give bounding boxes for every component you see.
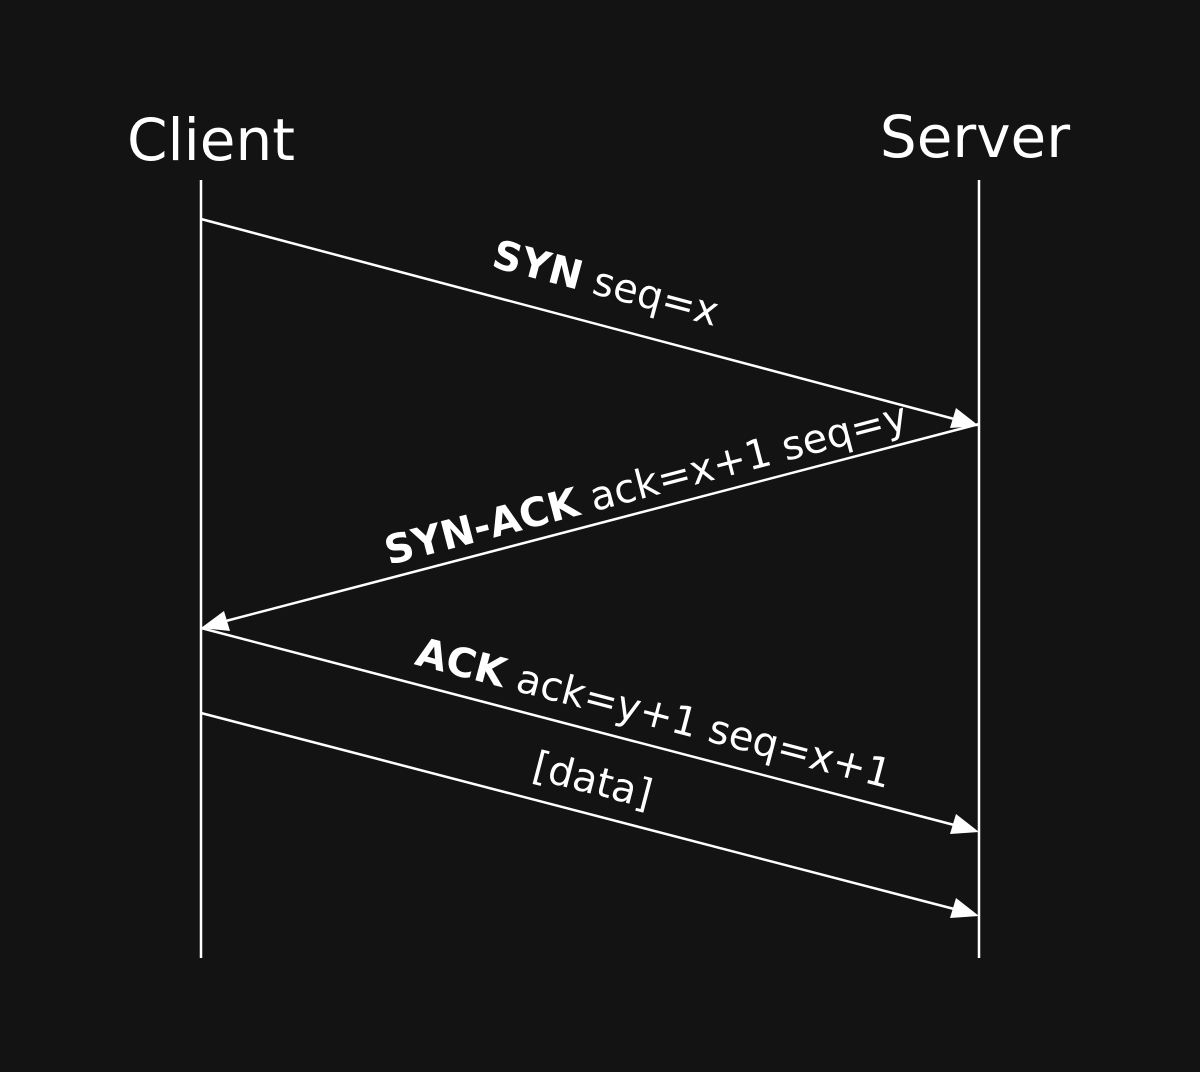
message-detail: [data]	[528, 743, 657, 818]
message-line	[200, 217, 959, 422]
message-type: SYN	[488, 232, 588, 300]
arrowhead-icon	[950, 898, 979, 918]
arrowhead-icon	[950, 814, 979, 834]
message-label: SYN seq=x	[402, 209, 785, 352]
actor-label-server: Server	[880, 103, 1070, 171]
message-line	[221, 422, 980, 624]
arrowhead-icon	[950, 408, 979, 428]
message-type: SYN-ACK	[380, 479, 586, 575]
message-syn-ack: SYN-ACK ack=x+1 seq=y	[201, 377, 980, 631]
message-label: SYN-ACK ack=x+1 seq=y	[294, 377, 974, 597]
message-syn: SYN seq=x	[200, 209, 979, 428]
message-line	[200, 626, 959, 828]
message-detail: ack=x+1 seq=y	[572, 394, 912, 525]
arrowhead-icon	[201, 611, 230, 631]
actor-label-client: Client	[127, 106, 295, 174]
message-line	[200, 711, 959, 912]
